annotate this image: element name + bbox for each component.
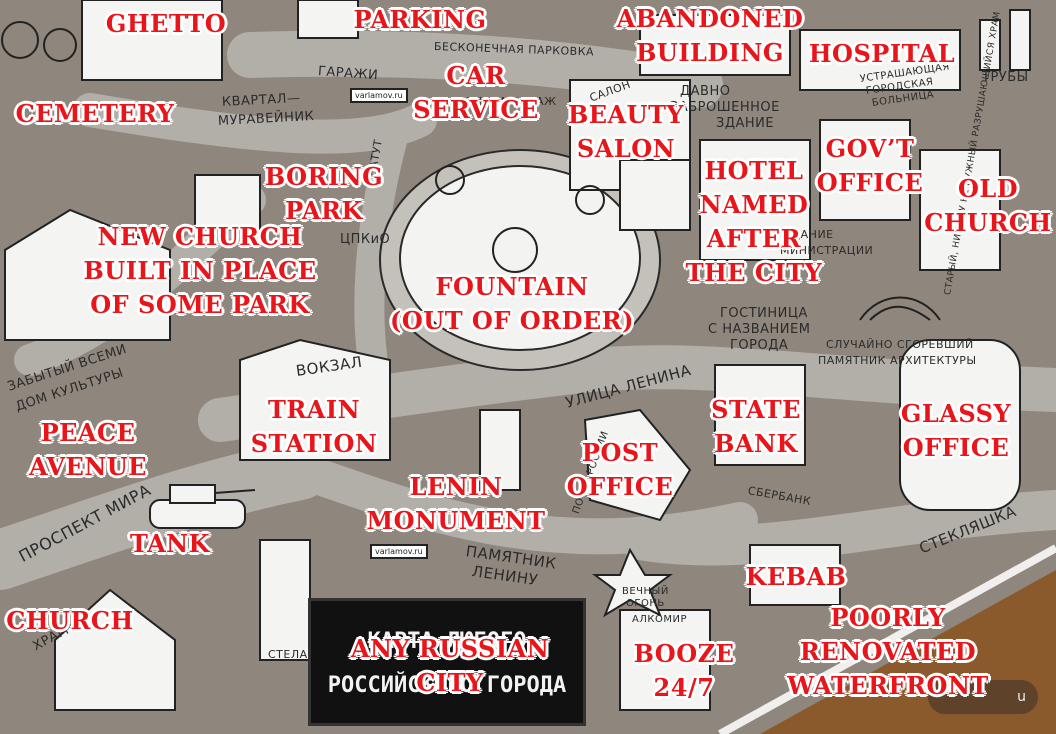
pipe-2 [1009,9,1031,71]
sign-line-1: КАРТА ЛЮБОГО [367,629,527,654]
label-burned-2-ru: ПАМЯТНИК АРХИТЕКТУРЫ [818,354,977,367]
waterfront-area [760,570,1056,734]
label-cpkio-ru: ЦПКиО [340,232,391,247]
building-abandoned [639,14,791,76]
building-parking [297,0,359,39]
label-parking[interactable]: PARKING [353,5,487,34]
label-stela-ru: СТЕЛА [268,648,308,661]
label-tire-service-ru: ШИНОМОНТАЖ [462,95,557,108]
park-area [399,165,641,351]
building-church [54,588,176,711]
building-car-service [619,159,691,231]
label-hotel-ru-3: ГОРОДА [730,338,789,353]
tank-drawing [149,484,256,529]
eternal-flame-star [592,547,673,618]
sign-line-2: РОССИЙСКОГО ГОРОДА [327,673,567,698]
building-kebab [749,544,841,606]
lenin-statue [479,409,521,491]
label-long-abandoned-1-ru: ДАВНО [680,84,731,99]
pipe-1 [979,19,1001,71]
building-train-station [239,338,391,461]
building-hotel [699,139,811,261]
label-ghetto[interactable]: GHETTO [105,9,227,38]
stela [259,539,311,661]
label-tank[interactable]: TANK [130,529,210,558]
label-ministry-2-ru: МИНИСТРАЦИИ [780,244,874,257]
label-pipes-ru: ТРУБЫ [982,70,1029,85]
label-kebab[interactable]: KEBAB [745,562,847,591]
varlamov-badge-bottom: varlamov.ru [370,544,428,559]
varlamov-badge-top: varlamov.ru [350,88,408,103]
label-eternal-2-ru: ОГОНЬ [626,598,665,609]
label-long-abandoned-3-ru: ЗДАНИЕ [716,116,775,131]
building-hospital [799,29,961,91]
building-old-church [919,149,1001,271]
building-glassy-office [899,339,1021,511]
building-ghetto [81,0,223,81]
label-cemetery[interactable]: CEMETERY [15,99,175,128]
map-title-sign: КАРТА ЛЮБОГО РОССИЙСКОГО ГОРОДА [308,598,586,726]
label-burned-1-ru: СЛУЧАЙНО СГОРЕВШИЙ [826,338,974,351]
label-ministry-1-ru: ЗДАНИЕ [784,228,834,241]
building-new-church [4,208,171,341]
label-eternal-1-ru: ВЕЧНЫЙ [622,586,669,597]
watermark: u [928,680,1038,714]
building-booze [619,609,711,711]
fountain-drawing [492,227,538,273]
building-boring-park-church [194,174,261,231]
building-state-bank [714,364,806,466]
label-long-abandoned-2-ru: ЗАБРОШЕННОЕ [670,100,780,115]
label-church[interactable]: CHURCH [6,606,134,635]
label-hotel-ru-2: С НАЗВАНИЕМ [708,322,811,337]
label-hotel-ru-1: ГОСТИНИЦА [720,306,808,321]
building-post-office [583,408,692,522]
building-govt-office [819,119,911,221]
label-hospital[interactable]: HOSPITAL [808,39,956,68]
label-alkomir-ru: АЛКОМИР [632,614,687,625]
road-right [620,490,1056,566]
label-fountain[interactable]: FOUNTAIN(OUT OF ORDER) [390,272,634,335]
